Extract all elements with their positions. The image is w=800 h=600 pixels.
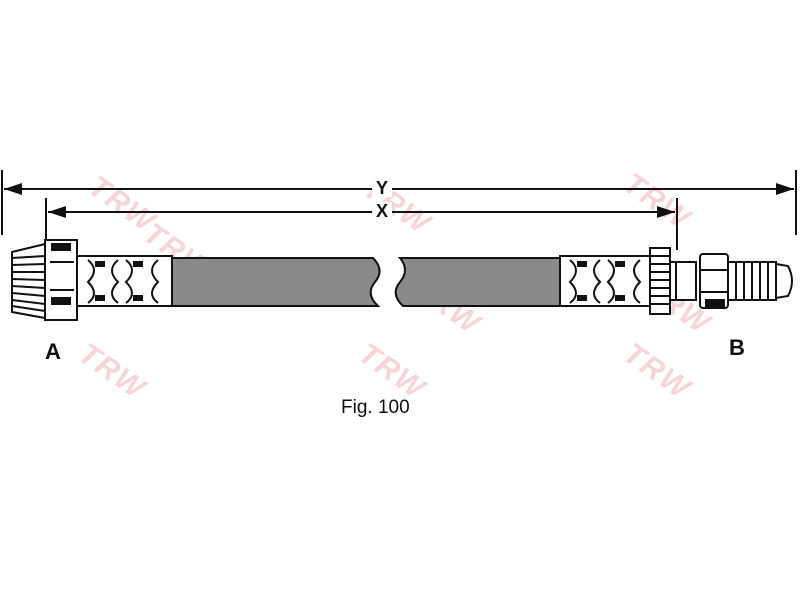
dimension-label-x: X <box>372 202 393 220</box>
end-fitting-b <box>649 247 793 315</box>
end-label-a: A <box>45 339 61 364</box>
figure-caption: Fig. 100 <box>341 397 410 418</box>
crimp-sleeve-right <box>559 255 651 307</box>
dimension-line-y <box>1 170 797 235</box>
crimp-sleeve-left <box>76 255 173 307</box>
end-fitting-a <box>11 239 78 321</box>
dimension-line-x <box>45 198 678 250</box>
dimension-label-y: Y <box>372 179 393 197</box>
end-label-b: B <box>729 335 745 360</box>
hose-body <box>171 257 561 307</box>
